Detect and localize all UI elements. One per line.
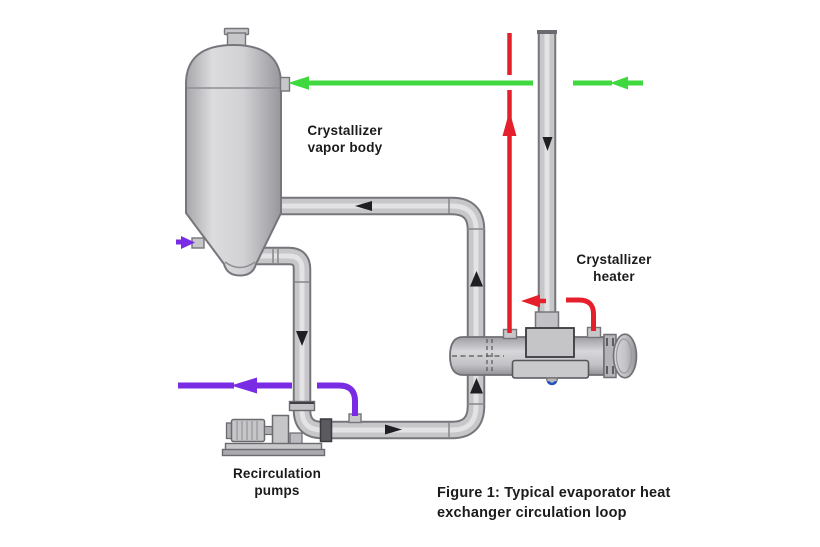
caption-line: exchanger circulation loop xyxy=(437,505,627,521)
vapor-flow-line xyxy=(288,76,643,90)
pump-pedestal xyxy=(271,414,290,446)
product-out-line xyxy=(178,377,292,394)
recirculation-pump xyxy=(221,400,362,457)
red-up-arrow-icon xyxy=(502,111,517,136)
heater-channel-box xyxy=(511,359,590,379)
drain-drop-icon xyxy=(546,380,558,386)
flow-right-arrow-icon xyxy=(385,424,402,435)
flow-up-arrow-icon xyxy=(470,378,483,394)
label-line: vapor body xyxy=(307,139,383,155)
label-crystallizer-vapor-body: Crystallizer vapor body xyxy=(265,123,425,156)
pump-discharge-flange xyxy=(319,418,333,443)
green-left-arrow-icon xyxy=(610,76,628,90)
recirculation-return-pipe xyxy=(278,196,486,440)
label-crystallizer-heater: Crystallizer heater xyxy=(534,252,694,285)
label-line: Crystallizer xyxy=(576,252,652,267)
flow-left-arrow-icon xyxy=(355,201,372,211)
crystallizer-vapor-body-vessel xyxy=(185,27,291,277)
caption-line: Figure 1: Typical evaporator heat xyxy=(437,485,671,501)
heater-head xyxy=(612,333,638,379)
flow-down-arrow-icon xyxy=(296,331,308,346)
heater-vapor-pipe xyxy=(534,30,560,332)
steam-inlet-line xyxy=(566,297,596,331)
purple-right-arrow-icon xyxy=(181,236,195,249)
label-line: heater xyxy=(593,268,635,284)
label-line: Crystallizer xyxy=(307,123,383,138)
label-line: pumps xyxy=(254,482,300,498)
feed-inlet-arrow xyxy=(176,236,195,249)
flow-down-arrow-icon xyxy=(542,137,553,151)
pump-shaft xyxy=(263,425,274,436)
figure-caption: Figure 1: Typical evaporator heat exchan… xyxy=(437,483,717,523)
tank-vapor-outlet-nozzle xyxy=(279,76,291,92)
label-line: Recirculation xyxy=(232,466,322,481)
purple-left-arrow-icon xyxy=(231,377,257,394)
green-left-arrow-into-tank-icon xyxy=(288,76,309,90)
pipe-flow-arrows xyxy=(296,137,553,435)
pump-suction-flange xyxy=(288,400,316,412)
flow-up-arrow-icon xyxy=(470,271,483,287)
heater-steam-chest xyxy=(525,327,575,358)
red-left-arrow-icon xyxy=(521,294,540,308)
label-recirculation-pumps: Recirculation pumps xyxy=(197,466,357,499)
product-takeoff-line xyxy=(317,382,358,416)
steam-vent-line xyxy=(502,33,546,333)
crystallizer-heater-vessel xyxy=(449,326,638,386)
